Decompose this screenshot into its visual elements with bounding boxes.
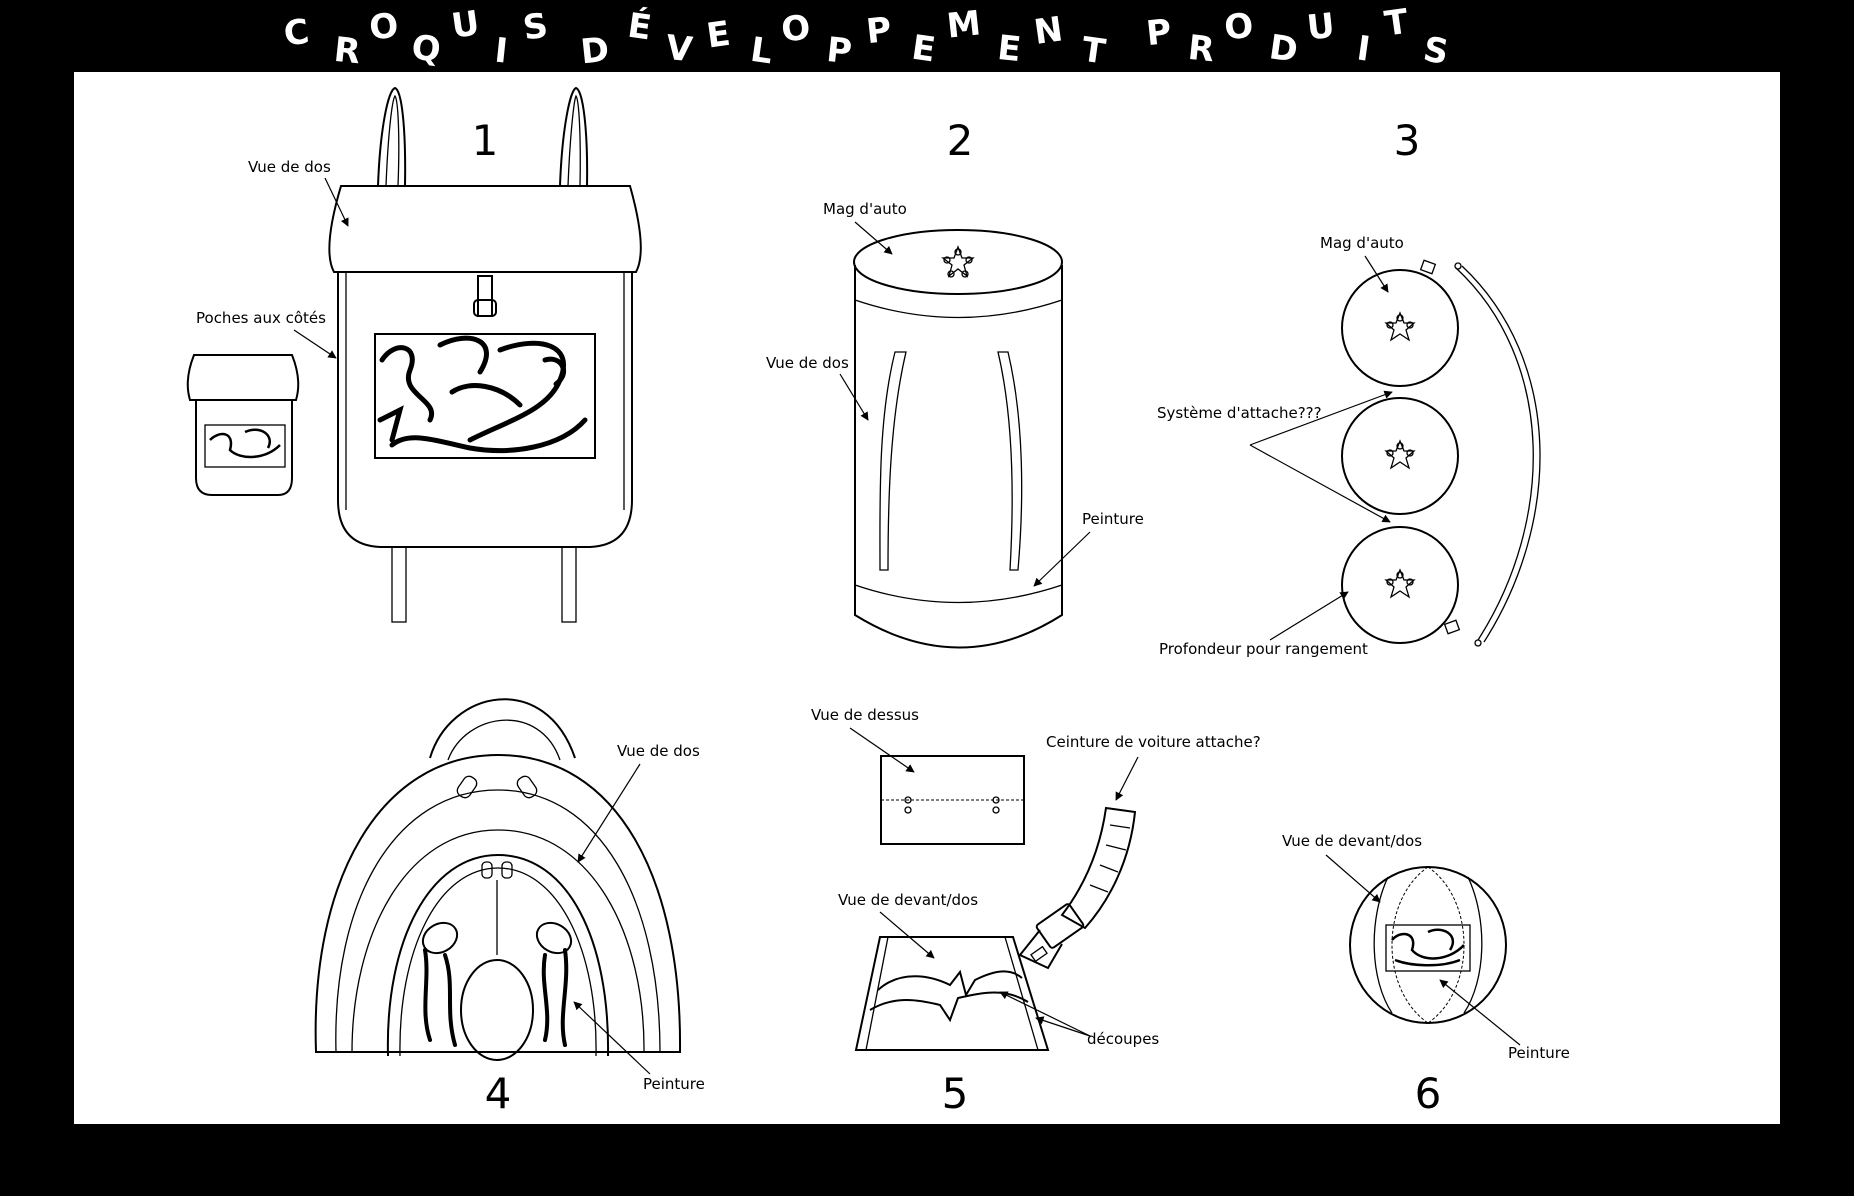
- cylinder-lid: [853, 229, 1063, 295]
- cylinder-body: [854, 265, 1063, 649]
- title-letter: E: [909, 28, 938, 71]
- dome-body: [314, 753, 682, 1053]
- label-profondeur: Profondeur pour rangement: [1159, 640, 1368, 658]
- disc-top: [1341, 269, 1459, 387]
- hubcap-icon: [941, 245, 975, 278]
- label-mag-dauto: Mag d'auto: [1320, 234, 1404, 252]
- sketch-number: 2: [947, 116, 974, 165]
- title-letter: O: [1222, 6, 1255, 49]
- label-vue-de-dos: Vue de dos: [766, 354, 849, 372]
- title-letter: P: [825, 30, 854, 72]
- label-vue-de-dos: Vue de dos: [248, 158, 331, 176]
- title-letter: R: [1186, 28, 1216, 71]
- title-letter: S: [1420, 29, 1451, 73]
- title-letter: T: [1382, 2, 1411, 45]
- label-systeme-dattache: Système d'attache???: [1157, 404, 1322, 422]
- sketch-3-discs: 3 Mag d'auto Système d'attache??? Profon…: [1157, 116, 1541, 658]
- bottom-strap-right: [561, 546, 577, 623]
- seatbelt-icon: [1018, 806, 1137, 970]
- disc-bottom: [1341, 526, 1459, 644]
- side-pocket-flap: [186, 354, 300, 401]
- top-handle: [429, 698, 576, 759]
- front-pocket: [386, 853, 610, 1057]
- drawing-sheet: 1: [74, 72, 1780, 1124]
- title-letter: E: [704, 14, 733, 57]
- title-letter: V: [664, 28, 695, 71]
- label-poches-aux-cotes: Poches aux côtés: [196, 309, 326, 327]
- sketch-number: 5: [942, 1069, 969, 1118]
- label-decoupes: découpes: [1087, 1030, 1159, 1048]
- ball-body: [1349, 866, 1507, 1024]
- label-vue-de-dos: Vue de dos: [617, 742, 700, 760]
- zipper-right: [997, 351, 1023, 571]
- side-pocket-painting: [204, 424, 286, 468]
- zipper-left: [879, 351, 907, 571]
- side-pocket-body: [195, 400, 293, 496]
- label-vue-de-devant-dos: Vue de devant/dos: [838, 891, 978, 909]
- hubcap-icon: [1384, 311, 1416, 342]
- title-letter: S: [521, 6, 551, 49]
- front-view-trapezoid: [854, 936, 1050, 1051]
- label-peinture: Peinture: [1508, 1044, 1570, 1062]
- sketch-5-bag: 5 Vue de dessus Ceinture de voiture atta…: [811, 706, 1261, 1118]
- title-letter: U: [1305, 6, 1337, 49]
- sketch-2-cylinder: 2 Mag d'auto Vue de dos Peinture: [766, 116, 1144, 649]
- hubcap-icon: [1384, 439, 1416, 470]
- title-letter: E: [996, 28, 1023, 70]
- title-letter: P: [1144, 12, 1173, 54]
- title-letter: T: [1079, 30, 1108, 73]
- title-letter: Q: [410, 28, 443, 71]
- title-letter: P: [864, 10, 893, 52]
- title-letter: O: [779, 8, 812, 51]
- disc-middle: [1341, 397, 1459, 515]
- label-mag-dauto: Mag d'auto: [823, 200, 907, 218]
- label-vue-de-devant-dos: Vue de devant/dos: [1282, 832, 1422, 850]
- hubcap-icon: [1384, 568, 1416, 599]
- sketch-number: 1: [472, 116, 499, 165]
- sketch-number: 4: [485, 1069, 512, 1118]
- label-peinture: Peinture: [643, 1075, 705, 1093]
- bottom-strap-left: [391, 546, 407, 623]
- title-letter: D: [579, 30, 611, 73]
- carry-strap: [1455, 267, 1534, 641]
- title-letter: C: [281, 12, 311, 55]
- strap-left: [377, 86, 407, 187]
- label-peinture: Peinture: [1082, 510, 1144, 528]
- painting-panel: [374, 333, 596, 459]
- painted-oval: [460, 959, 534, 1061]
- label-ceinture-de-voiture: Ceinture de voiture attache?: [1046, 733, 1261, 751]
- title-letter: R: [332, 30, 362, 73]
- backpack-body: [337, 272, 633, 548]
- ball-painting: [1385, 924, 1471, 972]
- title-letter: O: [367, 6, 400, 49]
- buckle-icon: [477, 275, 493, 317]
- title-letter: N: [1032, 9, 1066, 53]
- title-letter: I: [493, 31, 510, 72]
- strap-right: [559, 86, 589, 187]
- backpack-flap: [328, 185, 642, 273]
- sketch-number: 6: [1415, 1069, 1442, 1118]
- label-vue-de-dessus: Vue de dessus: [811, 706, 919, 724]
- sketch-1-backpack: 1: [186, 86, 642, 623]
- sketch-4-dome: 4 Vue de dos Peinture: [314, 698, 705, 1118]
- sketch-6-ball: 6 Vue de devant/dos Peinture: [1282, 832, 1570, 1118]
- title-letter: D: [1267, 27, 1301, 71]
- title-letter: É: [625, 5, 654, 49]
- sketch-number: 3: [1394, 116, 1421, 165]
- title-letter: M: [945, 3, 983, 46]
- title-letter: I: [1354, 28, 1372, 69]
- title-letter: U: [449, 3, 482, 46]
- title-letter: L: [748, 30, 775, 73]
